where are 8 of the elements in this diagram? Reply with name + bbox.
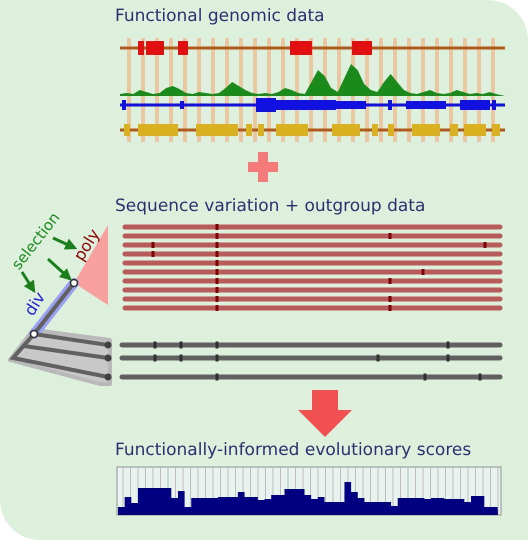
section-heading: Sequence variation + outgroup data	[115, 196, 426, 216]
section-heading: Functional genomic data	[115, 6, 325, 26]
arrow	[47, 258, 72, 281]
annotation-text: div	[21, 289, 50, 319]
section-heading: Functionally-informed evolutionary scores	[115, 440, 472, 460]
tree-node	[70, 278, 78, 288]
arrow	[52, 236, 78, 250]
arrow	[20, 271, 36, 294]
